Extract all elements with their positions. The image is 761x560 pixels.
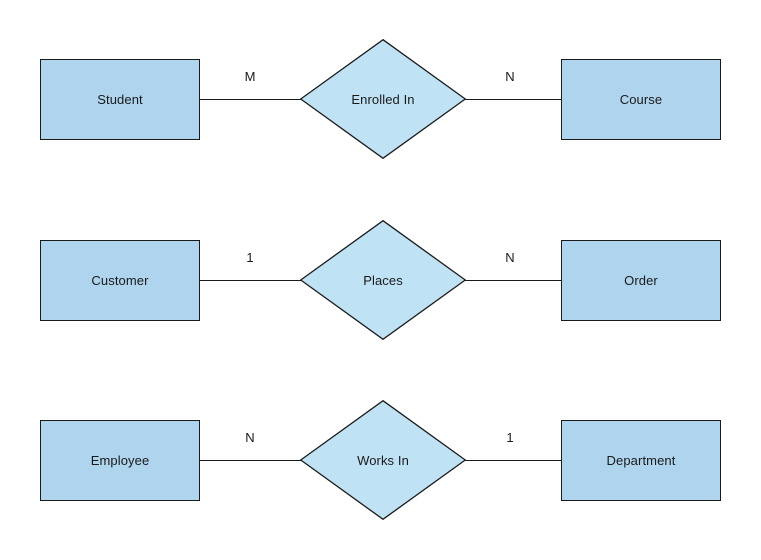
entity-node[interactable]: Customer: [40, 240, 200, 321]
entity-label: Customer: [91, 273, 149, 288]
connector-line-left: [200, 99, 301, 100]
entity-node[interactable]: Student: [40, 59, 200, 140]
connector-line-left: [200, 280, 301, 281]
cardinality-label-left: 1: [246, 250, 254, 265]
relationship-row: Customer 1 Places N Order: [0, 220, 761, 380]
relationship-row: Employee N Works In 1 Department: [0, 400, 761, 560]
cardinality-label-right: N: [505, 250, 515, 265]
connector-line-right: [465, 99, 562, 100]
cardinality-label-left: M: [244, 69, 256, 84]
relationship-node[interactable]: Places: [300, 220, 466, 340]
relationship-row: Student M Enrolled In N Course: [0, 39, 761, 199]
connector-line-right: [465, 280, 562, 281]
entity-node[interactable]: Department: [561, 420, 721, 501]
diamond-icon: [300, 220, 466, 340]
entity-node[interactable]: Course: [561, 59, 721, 140]
entity-label: Course: [619, 92, 663, 107]
cardinality-label-right: N: [505, 69, 515, 84]
entity-node[interactable]: Employee: [40, 420, 200, 501]
diamond-icon: [300, 39, 466, 159]
diamond-icon: [300, 400, 466, 520]
relationship-node[interactable]: Works In: [300, 400, 466, 520]
connector-line-left: [200, 460, 301, 461]
entity-label: Department: [606, 453, 676, 468]
entity-node[interactable]: Order: [561, 240, 721, 321]
connector-line-right: [465, 460, 562, 461]
cardinality-label-right: 1: [506, 430, 514, 445]
entity-label: Student: [97, 92, 143, 107]
cardinality-label-left: N: [245, 430, 255, 445]
entity-label: Employee: [90, 453, 150, 468]
relationship-node[interactable]: Enrolled In: [300, 39, 466, 159]
entity-label: Order: [624, 273, 658, 288]
